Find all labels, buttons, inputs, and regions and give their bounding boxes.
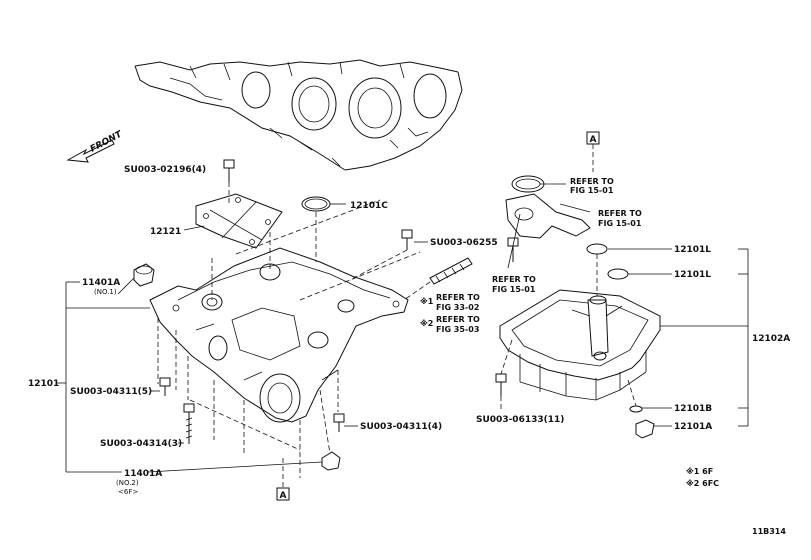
label-12101l-a: 12101L xyxy=(674,245,711,255)
label-no2: (NO.2) xyxy=(116,479,139,487)
label-12101c: 12101C xyxy=(350,201,388,211)
label-12101l-b: 12101L xyxy=(674,270,711,280)
label-12101: 12101 xyxy=(28,379,59,389)
refer4-line1: REFER TO xyxy=(436,293,480,302)
label-su003-04314-3: SU003-04314(3) xyxy=(100,439,182,449)
drain-plug-drawing xyxy=(635,419,655,439)
front-label: FRONT xyxy=(89,129,125,154)
label-su003-02196: SU003-02196(4) xyxy=(124,165,206,175)
label-12101b: 12101B xyxy=(674,404,712,414)
mark1: ※1 xyxy=(420,296,434,306)
ref-box-a-bottom: A xyxy=(276,458,290,501)
baffle-plate-drawing xyxy=(195,193,283,249)
note-2: ※2 6FC xyxy=(686,478,719,488)
label-no1: (NO.1) xyxy=(94,288,117,296)
svg-text:A: A xyxy=(590,135,597,145)
label-su003-04311-4: SU003-04311(4) xyxy=(360,422,442,432)
refer2-line1: REFER TO xyxy=(598,209,642,218)
drain-gasket xyxy=(629,405,643,413)
diagram-code: 11B314 xyxy=(752,527,786,536)
assembly-dashed-lines xyxy=(157,199,431,478)
label-12102a: 12102A xyxy=(752,334,790,344)
o-ring-12101l-b xyxy=(607,268,629,280)
leader-lines xyxy=(56,183,749,473)
plug-11401a-no2-drawing xyxy=(321,451,341,471)
mark2: ※2 xyxy=(420,318,433,328)
refer3-line2: FIG 15-01 xyxy=(492,285,536,294)
label-11401a-no2: 11401A xyxy=(124,469,162,479)
bolt-06255-drawing xyxy=(401,229,428,250)
svg-text:A: A xyxy=(280,491,287,501)
bolt-04311-5-drawing xyxy=(159,377,171,396)
bolt-02196-drawing xyxy=(223,159,235,206)
o-ring-12101l-a xyxy=(586,243,608,255)
label-su003-06255: SU003-06255 xyxy=(430,238,498,248)
label-su003-06133: SU003-06133(11) xyxy=(476,415,564,425)
refer1-line2: FIG 15-01 xyxy=(570,186,614,195)
bolt-04314-3-drawing xyxy=(183,403,195,444)
plug-11401a-no1-drawing xyxy=(133,263,155,287)
refer5-line2: FIG 35-03 xyxy=(436,325,479,334)
ref-box-a-top: A xyxy=(586,131,600,172)
oil-pan-upper-drawing xyxy=(149,247,409,423)
refer4-line2: FIG 33-02 xyxy=(436,303,479,312)
bolt-strainer-drawing xyxy=(507,237,519,262)
label-11401a-no1: 11401A xyxy=(82,278,120,288)
refer2-line2: FIG 15-01 xyxy=(598,219,642,228)
stud-bolt-drawing xyxy=(429,257,473,285)
engine-block-drawing xyxy=(134,59,463,171)
refer1-line1: REFER TO xyxy=(570,177,614,186)
refer3-line1: REFER TO xyxy=(492,275,536,284)
oil-pan-lower-drawing xyxy=(499,289,661,401)
label-su003-04311-5: SU003-04311(5) xyxy=(70,387,152,397)
bolt-06133-drawing xyxy=(495,339,513,412)
label-6f: <6F> xyxy=(118,488,138,496)
bolt-04311-4-drawing xyxy=(333,413,345,432)
note-1: ※1 6F xyxy=(686,466,713,476)
front-arrow: FRONT xyxy=(66,129,125,163)
refer5-line1: REFER TO xyxy=(436,315,480,324)
label-12121: 12121 xyxy=(150,227,181,237)
label-12101a: 12101A xyxy=(674,422,712,432)
